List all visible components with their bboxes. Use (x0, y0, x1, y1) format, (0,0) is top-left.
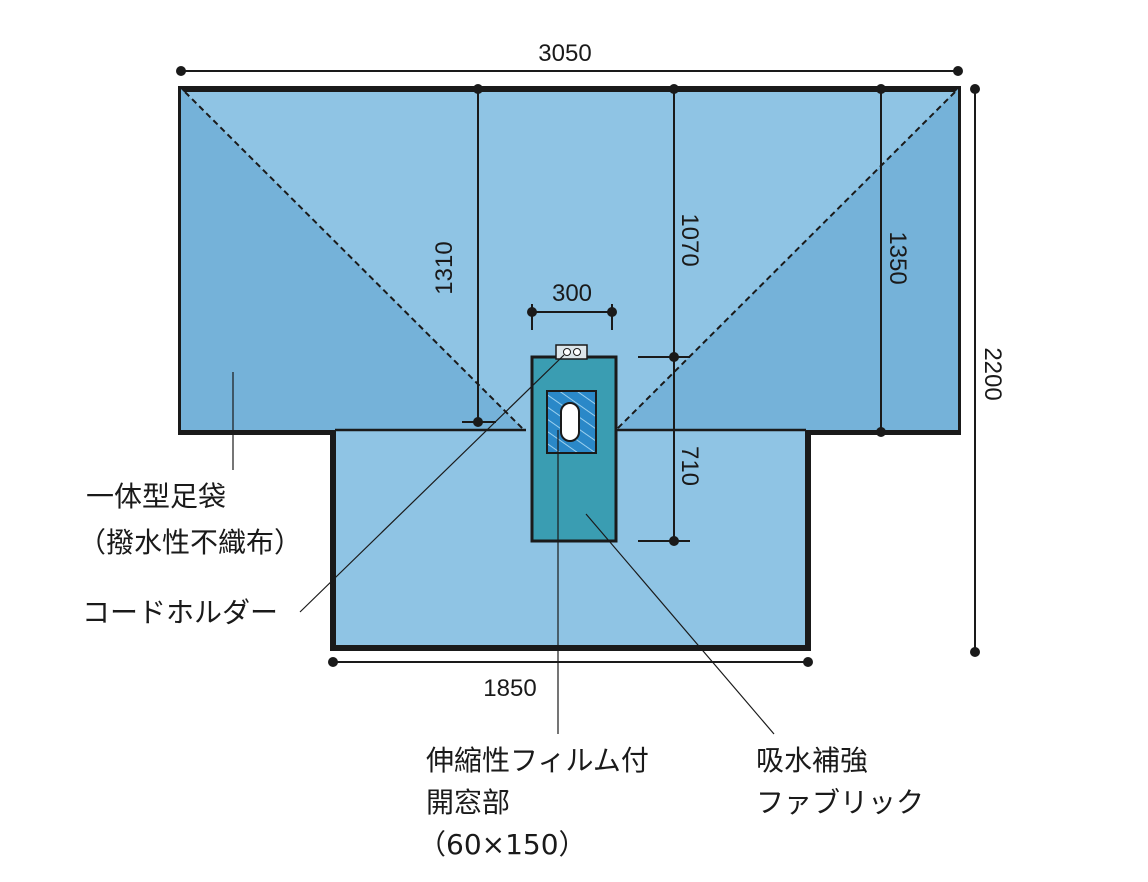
dim-label-lower-width: 1850 (483, 675, 536, 702)
label-fabric-line2: ファブリック (756, 786, 924, 819)
dim-label-left-drop: 1310 (431, 241, 458, 294)
dim-dot (970, 647, 980, 657)
cord-holder (555, 344, 588, 360)
dim-dot (876, 84, 886, 94)
label-fabric-line1: 吸水補強 (756, 744, 868, 777)
leader-cord-holder (299, 354, 565, 613)
dim-dot (953, 66, 963, 76)
label-window-line1: 伸縮性フィルム付 (426, 744, 649, 777)
label-foot-bag-line2: （撥水性不織布） (78, 526, 302, 559)
dim-dot (176, 66, 186, 76)
dim-dot (803, 657, 813, 667)
label-cord-holder: コードホルダー (82, 596, 278, 629)
dim-dot (607, 307, 617, 317)
dim-label-overall-height: 2200 (979, 347, 1006, 400)
dim-label-overall-width: 3050 (538, 40, 591, 67)
dim-dot (669, 536, 679, 546)
dim-dot (473, 417, 483, 427)
label-foot-bag-line1: 一体型足袋 (86, 480, 226, 513)
dim-label-center-upper: 1070 (676, 213, 703, 266)
label-window-line3: （60×150） (418, 828, 587, 861)
dim-label-right-drop: 1350 (884, 231, 911, 284)
cord-holder-hole-left (563, 348, 571, 356)
dim-dot (876, 427, 886, 437)
dim-label-center-lower: 710 (676, 446, 703, 486)
dim-dot (328, 657, 338, 667)
dim-dot (970, 84, 980, 94)
cord-holder-hole-right (573, 348, 581, 356)
dim-label-fabric-width: 300 (552, 280, 592, 307)
dim-dot (669, 352, 679, 362)
dim-dot (473, 84, 483, 94)
window-slit (560, 402, 580, 442)
foot-bag-right (616, 89, 958, 430)
dim-dot (527, 307, 537, 317)
label-window-line2: 開窓部 (426, 786, 510, 819)
dim-dot (669, 84, 679, 94)
leader-fabric (585, 513, 775, 735)
